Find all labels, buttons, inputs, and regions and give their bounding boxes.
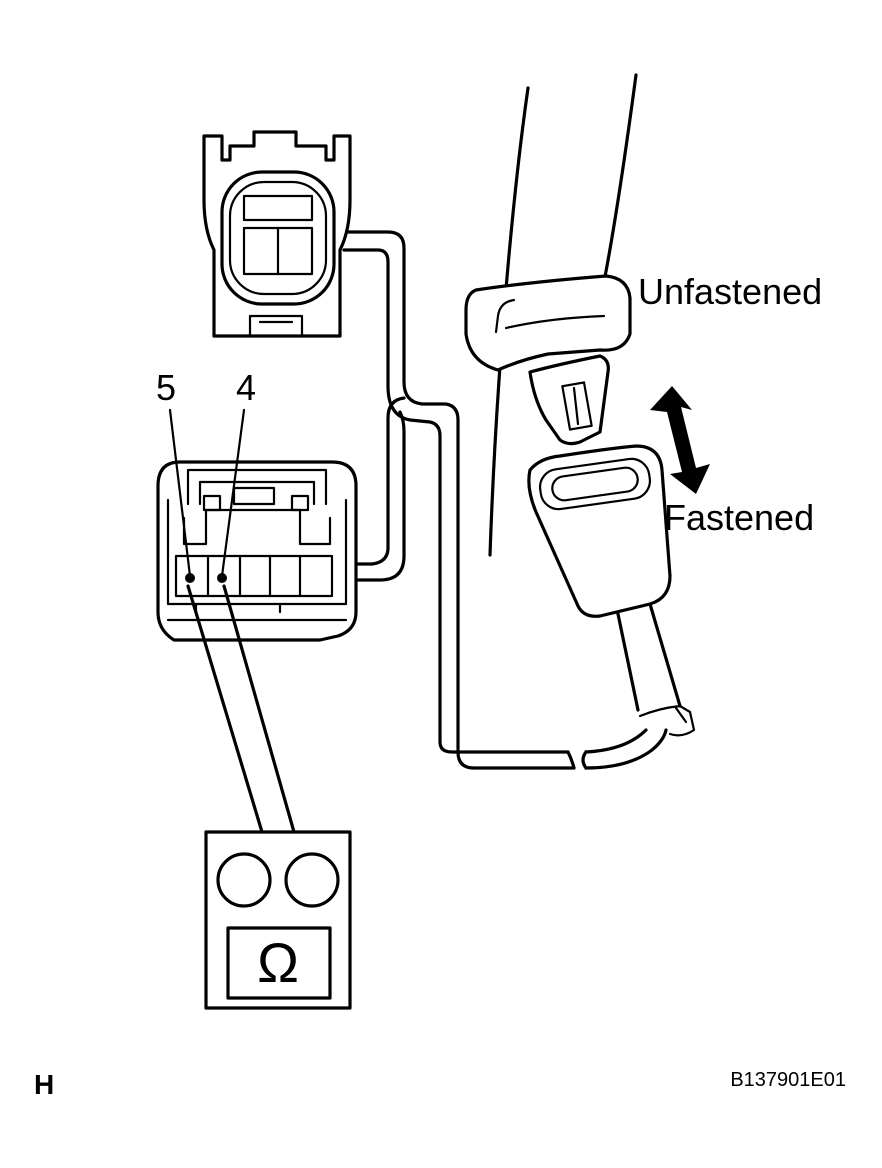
ohm-symbol: Ω — [257, 931, 299, 994]
figure-code: B137901E01 — [730, 1069, 846, 1091]
ohmmeter-leads — [186, 584, 296, 834]
terminal-pointers — [168, 408, 246, 583]
wire-harness-connector — [156, 460, 358, 642]
seat-belt-buckle — [527, 444, 696, 737]
terminal-5-dot — [185, 573, 195, 583]
ohmmeter-icon: Ω — [204, 830, 352, 1010]
pin-label-5: 5 — [156, 367, 176, 408]
corner-letter: H — [34, 1069, 54, 1100]
pin-label-4: 4 — [236, 367, 256, 408]
wire-harness — [342, 230, 668, 770]
seat-belt-tongue — [528, 354, 610, 446]
belt-guide-loop — [464, 274, 632, 372]
terminal-4-dot — [217, 573, 227, 583]
double-headed-arrow-icon — [650, 386, 710, 494]
unfastened-label: Unfastened — [638, 271, 822, 312]
buckle-switch-connector — [202, 130, 352, 338]
fastened-label: Fastened — [664, 497, 814, 538]
